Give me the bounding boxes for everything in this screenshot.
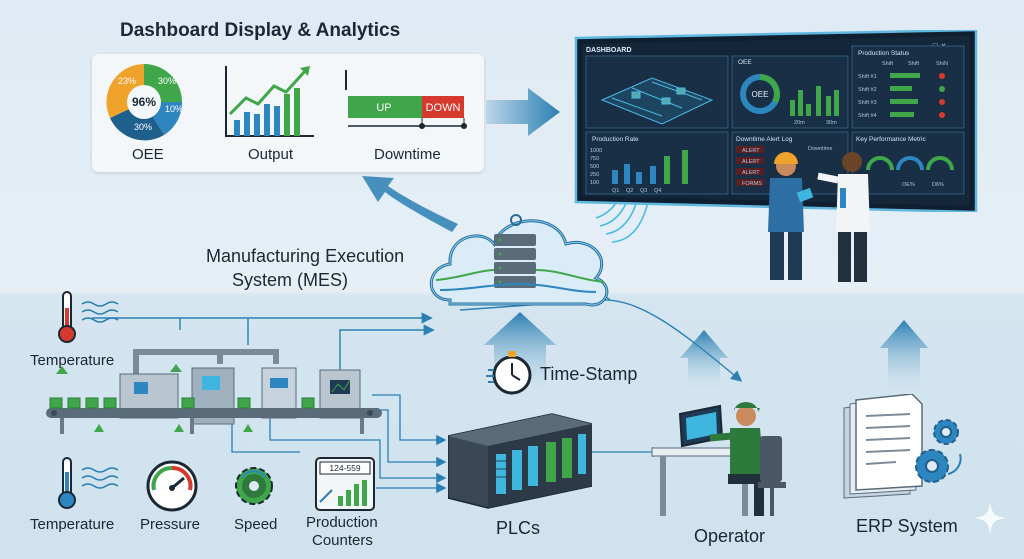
svg-text:250: 250	[590, 172, 599, 178]
alert-rows: ALERT ALERT ALERT FORMS	[736, 146, 764, 187]
oee-label: OEE	[132, 146, 164, 163]
counters-label-line1: Production	[306, 514, 378, 531]
oee-slice-3: 10%	[165, 104, 183, 114]
kpi-panel-title: Key Performance Metric	[856, 136, 926, 143]
svg-text:ALERT: ALERT	[742, 170, 760, 176]
oee-slice-1: 23%	[118, 76, 136, 86]
oee-panel-title: OEE	[738, 59, 752, 66]
operator-illustration	[651, 402, 786, 516]
svg-text:Q4: Q4	[654, 188, 661, 194]
pressure-label: Pressure	[140, 516, 201, 533]
svg-text:100: 100	[590, 180, 599, 186]
rate-panel-title: Production Rate	[592, 136, 639, 143]
cloud-gear-icon	[510, 214, 522, 226]
plcs-label: PLCs	[496, 518, 541, 538]
kpi-value-1: OE%	[902, 182, 915, 188]
oee-pie-chart: 23% 30% 10% 30% 96%	[106, 64, 183, 141]
output-label: Output	[248, 146, 294, 163]
production-line-illustration	[46, 349, 382, 434]
svg-text:Shift #3: Shift #3	[858, 100, 877, 106]
arrow-cloud-to-dashboard	[362, 176, 458, 232]
sparkle-icon	[974, 502, 1006, 534]
svg-text:750: 750	[590, 156, 599, 162]
engineers-illustration	[768, 152, 870, 282]
screen-factory-map	[600, 77, 714, 125]
speed-gear-icon	[235, 467, 273, 505]
erp-illustration	[843, 394, 962, 499]
speed-label: Speed	[234, 516, 278, 533]
screen-header: DASHBOARD	[586, 47, 632, 54]
svg-text:ALERT: ALERT	[742, 159, 760, 165]
production-counter-icon: 124-559	[315, 457, 375, 511]
downtime-down: DOWN	[426, 102, 461, 114]
svg-text:Shift #2: Shift #2	[858, 87, 877, 93]
dashboard-analytics-card: 23% 30% 10% 30% 96% OEE Output UP DOWN D…	[92, 54, 484, 172]
downtime-up: UP	[376, 102, 391, 114]
counters-label-line2: Counters	[312, 532, 373, 549]
dashboard-title: Dashboard Display & Analytics	[120, 20, 401, 41]
mes-cloud	[429, 214, 609, 307]
oee-panel-bar-2: 30m	[826, 120, 837, 126]
downtime-label: Downtime	[374, 146, 441, 163]
counter-digits: 124-559	[329, 463, 360, 473]
oee-slice-4: 30%	[134, 122, 152, 132]
pressure-gauge-icon	[146, 460, 198, 512]
thermometer-icon-top	[58, 291, 76, 343]
rate-xticks: Q1 Q2 Q3 Q4	[612, 188, 661, 194]
svg-text:1000: 1000	[590, 148, 602, 154]
alert-panel-title: Downtime Alert Log	[736, 136, 793, 143]
svg-text:ALERT: ALERT	[742, 148, 760, 154]
arrow-dashboard-to-screen	[486, 88, 560, 136]
timestamp-label: Time-Stamp	[540, 364, 638, 384]
status-col-2: Shift	[908, 61, 919, 67]
svg-text:Q3: Q3	[640, 188, 647, 194]
server-rack-icon	[494, 234, 536, 288]
downtime-chart: UP DOWN	[345, 70, 467, 129]
oee-panel-bar-1: 20m	[794, 120, 805, 126]
kpi-value-2: D6%	[932, 182, 944, 188]
alert-col: Downtime	[808, 146, 832, 152]
plc-rack-illustration	[448, 413, 592, 509]
dashboard-screen: DASHBOARD ▢ ✕ OEE OEE 20m 30m Production…	[574, 30, 978, 212]
svg-text:Q2: Q2	[626, 188, 633, 194]
oee-panel-center: OEE	[752, 90, 769, 99]
mes-label-line2: System (MES)	[232, 270, 349, 290]
status-col-1: Shift	[882, 61, 893, 67]
status-col-3: ShiN	[936, 61, 948, 67]
mes-label-line1: Manufacturing Execution	[206, 246, 405, 266]
svg-text:Shift #4: Shift #4	[858, 113, 877, 119]
stopwatch-icon	[486, 351, 532, 395]
oee-center: 96%	[132, 95, 156, 109]
svg-text:Shift #1: Shift #1	[858, 74, 877, 80]
output-chart	[225, 66, 314, 137]
status-panel-title: Production Status	[858, 50, 910, 57]
svg-text:Q1: Q1	[612, 188, 619, 194]
arrow-erp-to-screen	[880, 320, 928, 390]
arrow-operator-to-cloud	[680, 330, 728, 388]
erp-label: ERP System	[856, 516, 958, 536]
svg-text:500: 500	[590, 164, 599, 170]
svg-text:FORMS: FORMS	[742, 181, 762, 187]
erp-gear-icon	[915, 419, 959, 483]
oee-slice-2: 30%	[158, 76, 176, 86]
operator-label: Operator	[694, 526, 766, 546]
status-rows: Shift #1 Shift #2 Shift #3 Shift #4	[858, 73, 945, 119]
rate-yticks: 1000 750 500 250 100	[590, 148, 602, 186]
temperature-label-bottom: Temperature	[30, 516, 115, 533]
thermometer-icon-bottom	[58, 457, 76, 509]
temperature-label-top: Temperature	[30, 352, 115, 369]
